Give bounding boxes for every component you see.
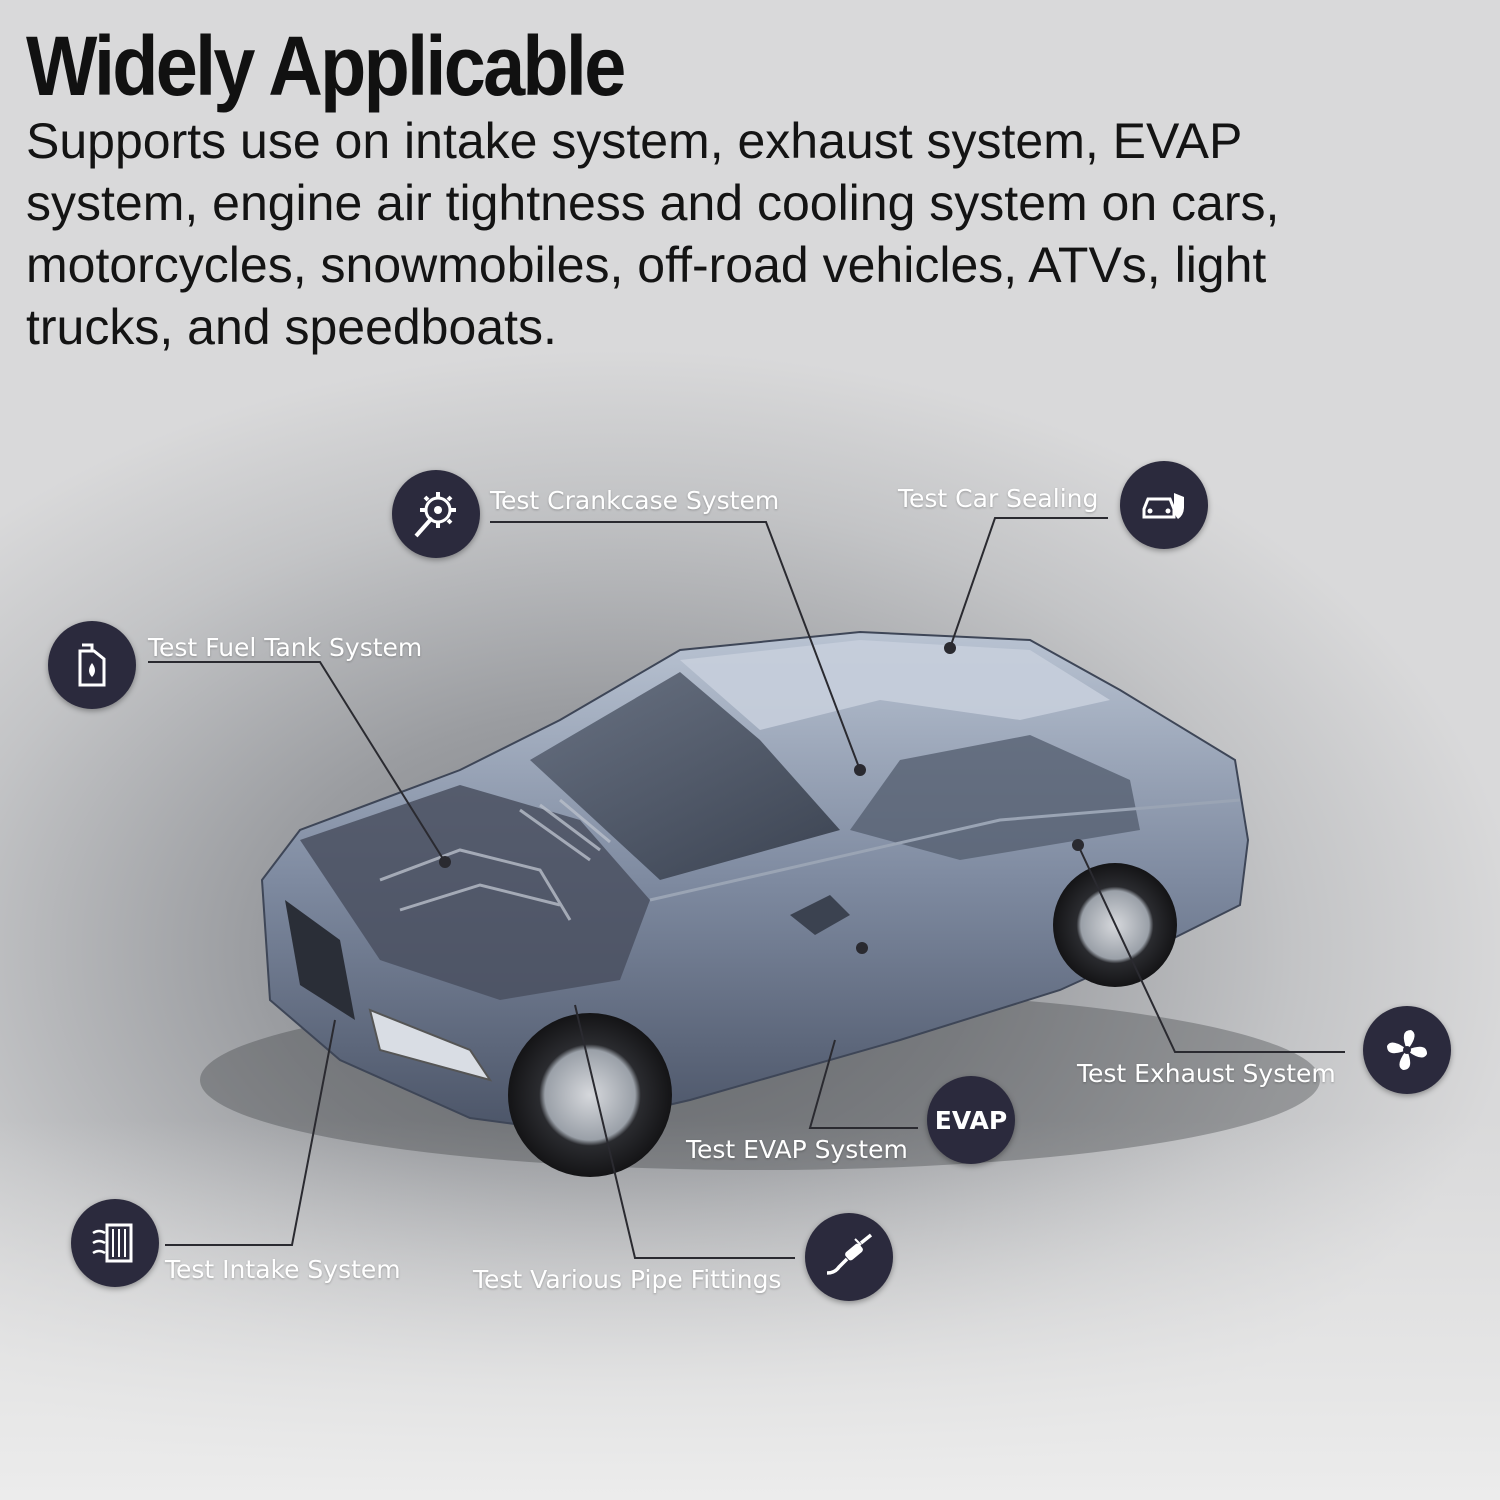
car-mirror	[790, 895, 850, 935]
car-headlight	[368, 1008, 493, 1082]
leader-dot	[439, 856, 451, 868]
fuel-can-glyph	[78, 643, 106, 687]
label-car-sealing: Test Car Sealing	[898, 484, 1099, 513]
pipe-glyph	[826, 1233, 873, 1275]
evap-badge: EVAP	[927, 1076, 1015, 1164]
intake-icon	[71, 1199, 159, 1287]
leader-pipe	[574, 1004, 795, 1259]
leader-fuel	[148, 661, 446, 863]
car-windshield	[530, 672, 840, 880]
intake-glyph	[92, 1223, 133, 1263]
leader-exhaust	[1077, 844, 1345, 1053]
page-description: Supports use on intake system, exhaust s…	[26, 113, 1280, 355]
fan-icon	[1363, 1006, 1451, 1094]
leader-evap	[808, 1039, 918, 1129]
gear-wrench-glyph	[414, 492, 456, 538]
label-exhaust: Test Exhaust System	[1077, 1059, 1336, 1088]
leader-sealing	[949, 517, 1108, 649]
label-intake: Test Intake System	[165, 1255, 401, 1284]
leader-dot	[944, 642, 956, 654]
front-wheel	[508, 1013, 672, 1177]
car-grille	[285, 900, 355, 1020]
car-belt-line	[649, 798, 1241, 902]
page-title: Widely Applicable	[26, 19, 626, 113]
leader-intake	[165, 1019, 336, 1246]
leader-dots	[439, 642, 1084, 954]
label-evap: Test EVAP System	[686, 1135, 908, 1164]
leader-lines	[148, 517, 1345, 1259]
label-crankcase: Test Crankcase System	[490, 486, 780, 515]
fan-glyph	[1387, 1030, 1427, 1070]
leader-dot	[856, 942, 868, 954]
gear-wrench-icon	[392, 470, 480, 558]
pipe-icon	[805, 1213, 893, 1301]
leader-crankcase	[490, 521, 861, 771]
engine-detail	[379, 798, 611, 921]
car-shield-icon	[1120, 461, 1208, 549]
label-fuel-tank: Test Fuel Tank System	[148, 633, 423, 662]
car-shield-glyph	[1142, 493, 1184, 519]
label-pipe-fittings: Test Various Pipe Fittings	[473, 1265, 782, 1294]
evap-badge-text: EVAP	[934, 1105, 1008, 1135]
leader-dot	[854, 764, 866, 776]
leader-dot	[1072, 839, 1084, 851]
fuel-can-icon	[48, 621, 136, 709]
car-roof	[680, 640, 1110, 730]
car-side-window	[850, 735, 1140, 860]
